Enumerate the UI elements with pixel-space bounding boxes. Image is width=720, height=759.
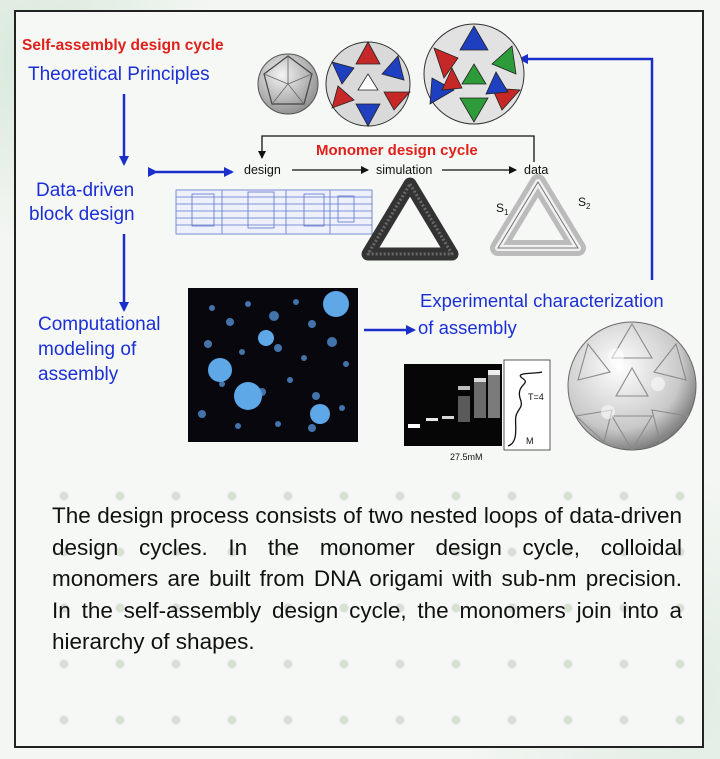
node-computational-line1: Computational [38,314,161,335]
gel-label-m: M [526,436,534,446]
label-s1: S1 [496,201,509,217]
node-computational-line3: assembly [38,364,119,385]
gel-label-t4: T=4 [528,392,544,402]
outer-cycle-title: Self-assembly design cycle [22,37,224,54]
simulated-triangle-image [361,177,459,261]
inner-cycle-title: Monomer design cycle [316,142,478,159]
figure-caption: The design process consists of two neste… [52,503,682,654]
design-cycle-diagram: Self-assembly design cycle Theoretical P… [22,23,697,462]
large-colored-shell-image [423,23,525,125]
gel-electrophoresis-image [404,359,551,451]
dna-origami-design-schematic [175,189,373,235]
computational-modeling-image [188,288,358,442]
node-computational-line2: modeling of [38,339,137,360]
small-gray-shell-image [257,53,319,115]
node-experimental-line2: of assembly [418,317,517,338]
gel-label-concentration: 27.5mM [450,452,483,462]
dot-pattern-background [16,462,702,746]
assembled-capsid-image [567,321,697,452]
node-data-driven-line2: block design [29,204,135,225]
arrow-experimental-to-theoretical [518,54,654,280]
medium-colored-shell-image [325,41,411,127]
step-design-label: design [244,163,281,177]
step-simulation-label: simulation [376,163,432,177]
node-data-driven-line1: Data-driven [36,180,134,201]
label-s2: S2 [578,195,591,211]
node-theoretical-principles: Theoretical Principles [28,64,210,85]
node-experimental-line1: Experimental characterization [420,290,664,311]
inner-cycle-return-line [258,135,535,162]
step-data-label: data [524,163,548,177]
data-triangle-image [490,174,586,256]
figure-frame: Self-assembly design cycle Theoretical P… [14,10,704,748]
